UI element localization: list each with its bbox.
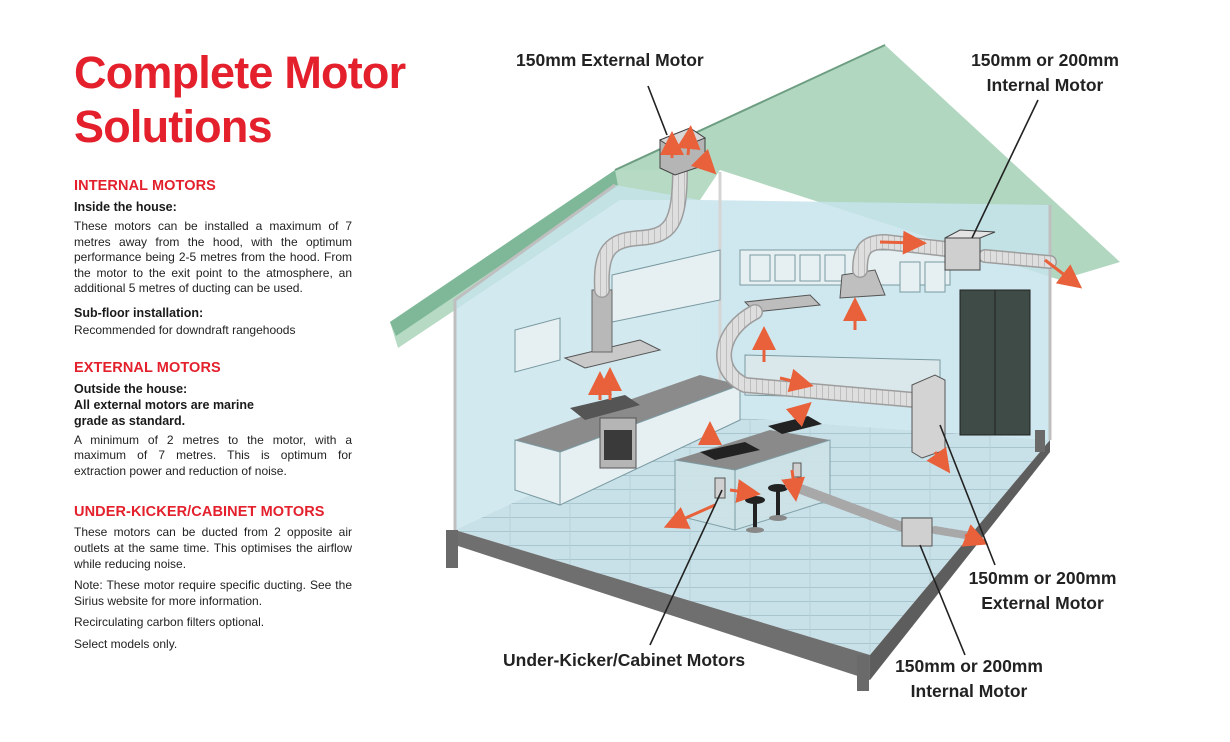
canopy-rangehood (563, 339, 662, 369)
external-motor-wall (911, 374, 946, 459)
callout-150mm-external-motor: 150mm External Motor (516, 50, 704, 70)
carbon-filters-text: Recirculating carbon filters optional. (74, 615, 265, 630)
under-kicker-heading: UNDER-KICKER/CABINET MOTORS (74, 504, 325, 521)
left-counter (515, 375, 740, 452)
external-motors-subheading: Outside the house: (74, 381, 188, 396)
under-kicker-text: These motors can be ducted from 2 opposi… (74, 525, 352, 571)
info-panel: Complete Motor Solutions INTERNAL MOTORS… (74, 46, 406, 659)
select-models-text: Select models only. (74, 636, 178, 651)
callout-internal-motor-top: 150mm or 200mm Internal Motor (971, 50, 1119, 95)
marine-grade-note: All external motors are marine grade as … (74, 397, 254, 428)
internal-motor-subfloor (901, 517, 933, 547)
callout-under-kicker-motors: Under-Kicker/Cabinet Motors (503, 650, 746, 670)
under-kicker-note: Note: These motor require specific ducti… (74, 578, 352, 608)
external-motors-text: A minimum of 2 metres to the motor, with… (74, 432, 352, 478)
upper-cabinets-left (514, 249, 721, 373)
internal-motors-text: These motors can be installed a maximum … (74, 219, 352, 296)
under-kicker-section: UNDER-KICKER/CABINET MOTORS These motors… (74, 503, 352, 652)
subfloor-heading: Sub-floor installation: (74, 305, 204, 320)
callout-internal-motor-bottom: 150mm or 200mm Internal Motor (895, 656, 1043, 701)
external-motors-section: EXTERNAL MOTORS Outside the house: All e… (74, 359, 352, 480)
callout-external-motor-right: 150mm or 200mm External Motor (968, 568, 1117, 613)
airflow-arrows (588, 125, 1083, 547)
external-motors-heading: EXTERNAL MOTORS (74, 359, 221, 376)
under-kicker-motor (714, 477, 726, 499)
internal-motors-subheading: Inside the house: (74, 200, 177, 214)
subfloor-text: Recommended for downdraft rangehoods (74, 322, 296, 337)
internal-motors-heading: INTERNAL MOTORS (74, 178, 216, 194)
internal-motor-ceiling (944, 229, 996, 271)
callout-leaders (647, 85, 1039, 656)
page-title: Complete Motor Solutions (74, 47, 406, 152)
internal-motors-section: INTERNAL MOTORS Inside the house: These … (74, 177, 352, 339)
